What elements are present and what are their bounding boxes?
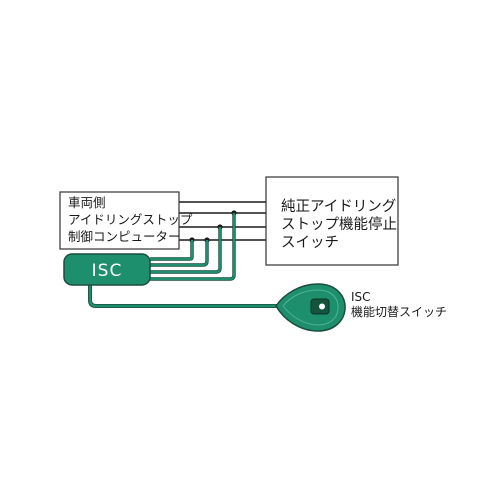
isc-switch-caption-line-1: ISC	[351, 290, 371, 304]
isc-switch-caption: ISC 機能切替スイッチ	[351, 290, 447, 319]
isc-toggle-switch-icon	[275, 283, 346, 332]
isc-harness-wires	[150, 213, 236, 281]
stock-switch-box: 純正アイドリング ストップ機能停止 スイッチ	[265, 176, 399, 266]
isc-unit: ISC	[63, 253, 151, 286]
vehicle-computer-box: 車両側 アイドリングストップ 制御コンピューター	[59, 191, 193, 250]
isc-switch-caption-line-2: 機能切替スイッチ	[351, 304, 447, 319]
switch-indicator-icon	[319, 303, 325, 310]
vehicle-computer-line-2: アイドリングストップ	[68, 212, 193, 227]
vehicle-computer-line-1: 車両側	[68, 195, 106, 210]
vehicle-computer-line-3: 制御コンピューター	[68, 229, 181, 244]
stock-switch-line-2: ストップ機能停止	[281, 216, 397, 233]
stock-switch-line-1: 純正アイドリング	[281, 198, 396, 215]
isc-unit-label: ISC	[92, 261, 123, 281]
isc-switch-wire	[88, 284, 290, 308]
stock-switch-line-3: スイッチ	[281, 235, 339, 251]
